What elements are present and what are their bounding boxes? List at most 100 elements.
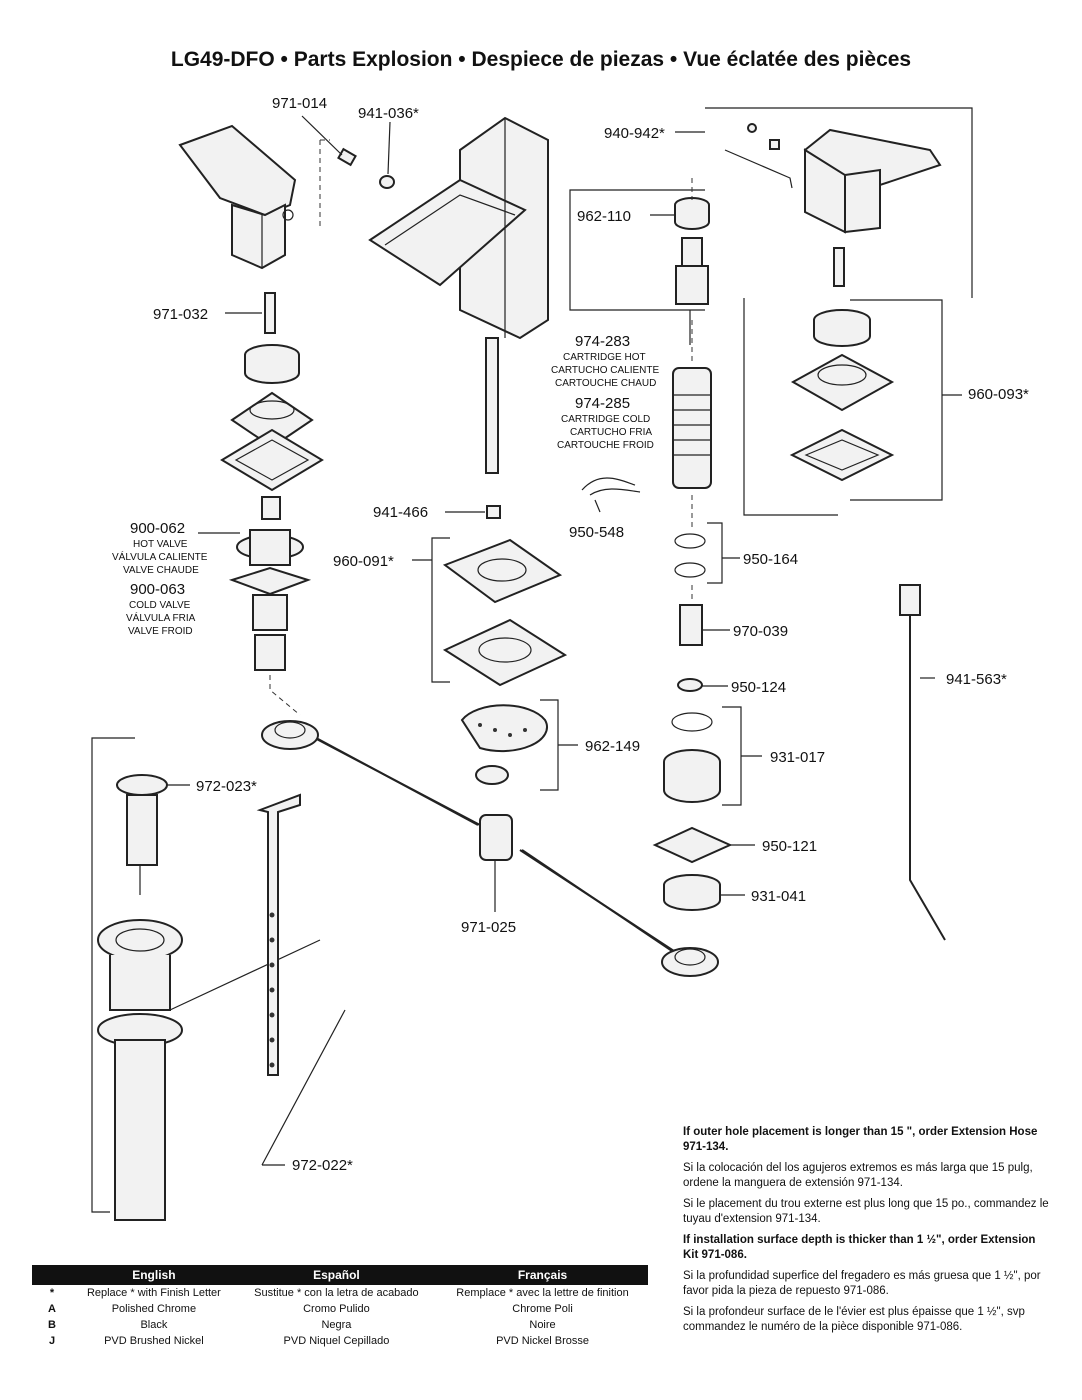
legend-row: J PVD Brushed Nickel PVD Niquel Cepillad… bbox=[32, 1333, 648, 1349]
label-900-063: 900-063 bbox=[130, 581, 185, 598]
right-handle-drawing bbox=[803, 128, 942, 287]
wrench-940-942-drawing bbox=[724, 123, 793, 189]
label-900-062-en: HOT VALVE bbox=[133, 539, 188, 550]
legend-english: Black bbox=[140, 1319, 168, 1331]
clevis-strap-drawing bbox=[256, 793, 301, 1076]
bracket-974-283 bbox=[569, 189, 705, 311]
washer-941-466-drawing bbox=[486, 505, 501, 519]
leader-lines bbox=[168, 115, 962, 1166]
bracket-960-091 bbox=[431, 537, 450, 683]
finish-legend-table: English Español Français * Replace * wit… bbox=[32, 1265, 648, 1349]
left-gasket-drawing bbox=[220, 428, 324, 492]
cartridge-974-285-drawing bbox=[672, 367, 712, 489]
legend-english: Polished Chrome bbox=[111, 1303, 197, 1315]
bracket-931-017 bbox=[722, 706, 742, 806]
legend-header-english: English bbox=[72, 1265, 236, 1285]
legend-english: PVD Brushed Nickel bbox=[104, 1335, 204, 1347]
label-972-022: 972-022* bbox=[292, 1157, 353, 1174]
right-nut-drawing bbox=[813, 309, 871, 347]
label-941-036: 941-036* bbox=[358, 105, 419, 122]
legend-francais: PVD Nickel Brosse bbox=[496, 1335, 589, 1347]
bracket-962-149 bbox=[540, 699, 559, 791]
hose-assembly-drawing bbox=[261, 720, 719, 977]
left-handle-drawing bbox=[178, 124, 297, 270]
ordering-notes: If outer hole placement is longer than 1… bbox=[683, 1125, 1053, 1341]
label-974-285-en: CARTRIDGE COLD bbox=[561, 414, 650, 425]
right-square-plate-drawing bbox=[790, 353, 895, 412]
legend-row: * Replace * with Finish Letter Sustitue … bbox=[32, 1285, 648, 1301]
valve-900-062-drawing bbox=[228, 496, 312, 671]
label-974-285: 974-285 bbox=[575, 395, 630, 412]
clip-950-548-drawing bbox=[581, 477, 641, 496]
bracket-950-164 bbox=[707, 522, 723, 584]
legend-header-francais: Français bbox=[437, 1265, 648, 1285]
label-900-062-es: VÁLVULA CALIENTE bbox=[112, 550, 208, 563]
bracket-940-942 bbox=[705, 107, 973, 298]
legend-espanol: Sustitue * con la letra de acabado bbox=[254, 1287, 419, 1299]
label-974-283-fr: CARTOUCHE CHAUD bbox=[555, 378, 656, 389]
bracket-940-942-lower bbox=[743, 298, 838, 516]
left-nut-drawing bbox=[244, 344, 300, 384]
label-974-283-es: CARTUCHO CALIENTE bbox=[551, 365, 659, 376]
label-900-063-es: VÁLVULA FRIA bbox=[126, 611, 196, 624]
cartridge-974-283-drawing bbox=[675, 237, 709, 305]
legend-francais: Remplace * avec la lettre de finition bbox=[456, 1287, 629, 1299]
label-941-466: 941-466 bbox=[373, 504, 428, 521]
label-974-285-fr: CARTOUCHE FROID bbox=[557, 440, 654, 451]
note-extension-kit-es: Si la profundidad superfice del fregader… bbox=[683, 1270, 1041, 1297]
label-940-942: 940-942* bbox=[604, 125, 665, 142]
button-941-036-drawing bbox=[379, 175, 395, 189]
lift-rod-941-563-drawing bbox=[899, 584, 946, 941]
plates-960-091-drawing bbox=[442, 538, 568, 687]
label-931-017: 931-017 bbox=[770, 749, 825, 766]
note-extension-kit-en: If installation surface depth is thicker… bbox=[683, 1234, 1036, 1261]
note-extension-hose-es: Si la colocación del los agujeros extrem… bbox=[683, 1162, 1033, 1189]
nut-931-041-drawing bbox=[663, 874, 721, 911]
right-gasket-drawing bbox=[789, 428, 895, 482]
screen-950-124-drawing bbox=[677, 678, 703, 692]
legend-key: J bbox=[48, 1335, 56, 1347]
legend-espanol: PVD Niquel Cepillado bbox=[283, 1335, 390, 1347]
legend-row: A Polished Chrome Cromo Pulido Chrome Po… bbox=[32, 1301, 648, 1317]
legend-english: Replace * with Finish Letter bbox=[86, 1287, 221, 1299]
note-extension-hose-fr: Si le placement du trou externe est plus… bbox=[683, 1198, 1049, 1225]
page-title: LG49-DFO • Parts Explosion • Despiece de… bbox=[170, 48, 912, 71]
label-900-062-fr: VALVE CHAUDE bbox=[123, 565, 199, 576]
screw-971-014-drawing bbox=[337, 147, 357, 167]
label-950-121: 950-121 bbox=[762, 838, 817, 855]
adapter-970-039-drawing bbox=[679, 604, 703, 646]
bracket-drain bbox=[91, 737, 135, 1213]
legend-header-blank bbox=[32, 1265, 72, 1285]
bracket-960-093 bbox=[850, 299, 943, 501]
label-900-062: 900-062 bbox=[130, 520, 185, 537]
label-950-124: 950-124 bbox=[731, 679, 786, 696]
legend-espanol: Negra bbox=[321, 1319, 352, 1331]
label-900-063-fr: VALVE FROID bbox=[128, 626, 193, 637]
label-950-164: 950-164 bbox=[743, 551, 798, 568]
legend-header-row: English Español Français bbox=[32, 1265, 648, 1285]
label-974-283-en: CARTRIDGE HOT bbox=[563, 352, 646, 363]
legend-key: * bbox=[49, 1287, 55, 1299]
label-960-093: 960-093* bbox=[968, 386, 1029, 403]
nut-931-017-drawing bbox=[663, 712, 721, 803]
cartridge-962-110-drawing bbox=[674, 197, 710, 230]
gasket-950-121-drawing bbox=[652, 826, 733, 864]
label-962-149: 962-149 bbox=[585, 738, 640, 755]
label-962-110: 962-110 bbox=[577, 208, 631, 225]
legend-key: A bbox=[48, 1303, 56, 1315]
bracket-962-149-drawing bbox=[460, 704, 548, 785]
drain-stopper-972-023-drawing bbox=[116, 774, 168, 895]
label-960-091: 960-091* bbox=[333, 553, 394, 570]
note-extension-kit-fr: Si la profondeur surface de le l'évier e… bbox=[683, 1306, 1025, 1333]
stem-971-032-drawing bbox=[264, 292, 276, 334]
label-971-032: 971-032 bbox=[153, 306, 208, 323]
legend-row: B Black Negra Noire bbox=[32, 1317, 648, 1333]
drain-body-972-022-drawing bbox=[97, 919, 321, 1221]
spout-body-drawing bbox=[368, 116, 549, 474]
legend-espanol: Cromo Pulido bbox=[303, 1303, 370, 1315]
legend-key: B bbox=[48, 1319, 56, 1331]
legend-francais: Chrome Poli bbox=[512, 1303, 573, 1315]
legend-header-espanol: Español bbox=[235, 1265, 438, 1285]
label-974-283: 974-283 bbox=[575, 333, 630, 350]
